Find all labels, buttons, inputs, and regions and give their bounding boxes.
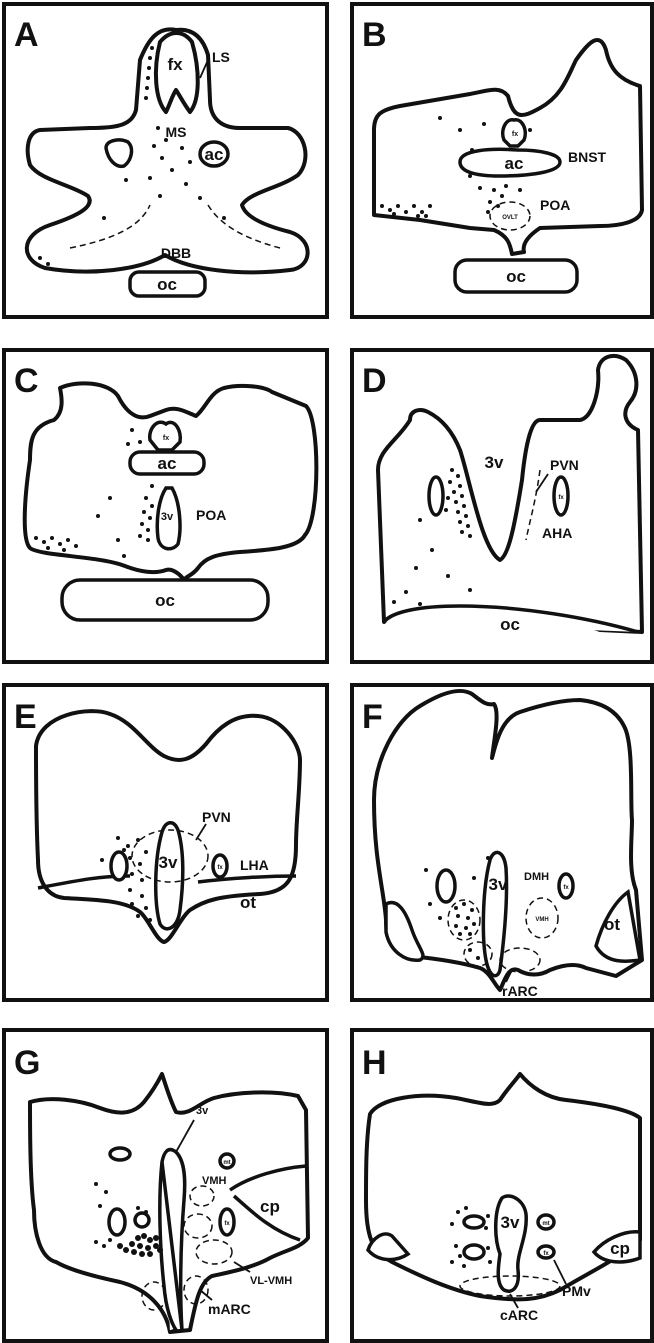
panel-d-left-fx <box>429 477 443 515</box>
panel-b-label-oc: oc <box>506 267 526 286</box>
panel-e-label-pvn: PVN <box>202 809 231 825</box>
panel-g-label-fx: fx <box>224 1221 230 1227</box>
panel-h: H 3v mt fx cp PMv cARC <box>352 1030 652 1341</box>
panel-a-letter: A <box>14 16 39 54</box>
panel-e-label-ot: ot <box>240 893 256 912</box>
panel-f-letter: F <box>362 698 383 736</box>
panel-b-label-ovlt: OVLT <box>502 215 518 221</box>
panel-g-left-mt <box>110 1148 130 1160</box>
panel-d: D 3v PVN fx AHA oc <box>352 350 652 662</box>
panel-b-label-ac: ac <box>505 154 524 173</box>
panel-h-label-mt: mt <box>542 1221 549 1227</box>
panel-c-label-poa: POA <box>196 507 226 523</box>
panel-f-label-rarc: rARC <box>502 983 538 999</box>
panel-c-label-oc: oc <box>155 591 175 610</box>
panel-a-label-ac: ac <box>205 145 224 164</box>
panel-g-label-mt: mt <box>223 1160 230 1166</box>
panel-f-label-fx: fx <box>563 885 569 891</box>
panel-e: E PVN 3v fx LHA ot <box>4 685 327 1000</box>
panel-a-label-ls: LS <box>212 49 230 65</box>
panel-c-label-3v: 3v <box>161 511 174 523</box>
panel-d-label-aha: AHA <box>542 525 572 541</box>
panel-g-dense-nucleus <box>135 1213 149 1227</box>
panel-f: F 3v DMH fx VMH ot rARC <box>352 685 652 1000</box>
panel-e-label-lha: LHA <box>240 857 269 873</box>
panel-b: B fx ac BNST OVLT POA oc <box>352 4 652 317</box>
panel-c-label-ac: ac <box>158 454 177 473</box>
panel-g: G 3v mt VMH fx cp VL-VMH mARC <box>4 1030 327 1341</box>
panel-a-label-ms: MS <box>166 124 187 140</box>
panel-c-label-fx: fx <box>163 435 169 442</box>
panel-e-third-ventricle <box>156 823 183 929</box>
panel-g-label-vmh: VMH <box>202 1175 227 1187</box>
panel-c: C fx ac 3v POA oc <box>4 350 327 662</box>
panel-f-left-fx <box>437 870 455 902</box>
panel-g-left-fx <box>109 1209 125 1235</box>
panel-e-label-fx: fx <box>217 865 223 871</box>
panel-b-label-bnst: BNST <box>568 149 607 165</box>
panel-f-label-dmh: DMH <box>524 871 549 883</box>
panel-e-label-3v: 3v <box>159 853 178 872</box>
panel-h-label-fx: fx <box>543 1251 549 1257</box>
panel-f-label-ot: ot <box>604 915 620 934</box>
panel-h-label-cp: cp <box>610 1239 630 1258</box>
panel-h-label-3v: 3v <box>501 1213 520 1232</box>
panel-h-left-mt <box>464 1216 484 1228</box>
panel-g-label-cp: cp <box>260 1197 280 1216</box>
panel-a-label-dbb: DBB <box>161 245 191 261</box>
panel-g-label-marc: mARC <box>208 1301 251 1317</box>
panel-h-letter: H <box>362 1044 387 1082</box>
panel-h-label-carc: cARC <box>500 1307 538 1323</box>
panel-d-label-pvn: PVN <box>550 457 579 473</box>
panel-b-letter: B <box>362 16 387 54</box>
panel-a-label-oc: oc <box>157 275 177 294</box>
panel-e-letter: E <box>14 698 37 736</box>
panel-b-label-fx: fx <box>512 131 518 138</box>
panel-c-letter: C <box>14 362 39 400</box>
panel-f-label-vmh: VMH <box>535 917 548 923</box>
panel-d-label-fx: fx <box>558 495 564 501</box>
panel-a: A fx LS MS ac DBB oc <box>4 4 327 317</box>
panel-d-label-3v: 3v <box>485 453 504 472</box>
panel-f-label-3v: 3v <box>489 875 508 894</box>
panel-b-label-poa: POA <box>540 197 570 213</box>
panel-h-left-fx <box>464 1245 484 1259</box>
panel-g-letter: G <box>14 1044 40 1082</box>
panel-h-label-pmv: PMv <box>562 1283 591 1299</box>
panel-g-label-vl-vmh: VL-VMH <box>250 1275 292 1287</box>
panel-a-label-fx: fx <box>167 55 183 74</box>
panel-e-left-fx <box>111 852 127 880</box>
panel-g-label-3v: 3v <box>196 1105 209 1117</box>
panel-d-label-oc: oc <box>500 615 520 634</box>
panel-f-third-ventricle <box>483 852 506 975</box>
panel-d-letter: D <box>362 362 387 400</box>
